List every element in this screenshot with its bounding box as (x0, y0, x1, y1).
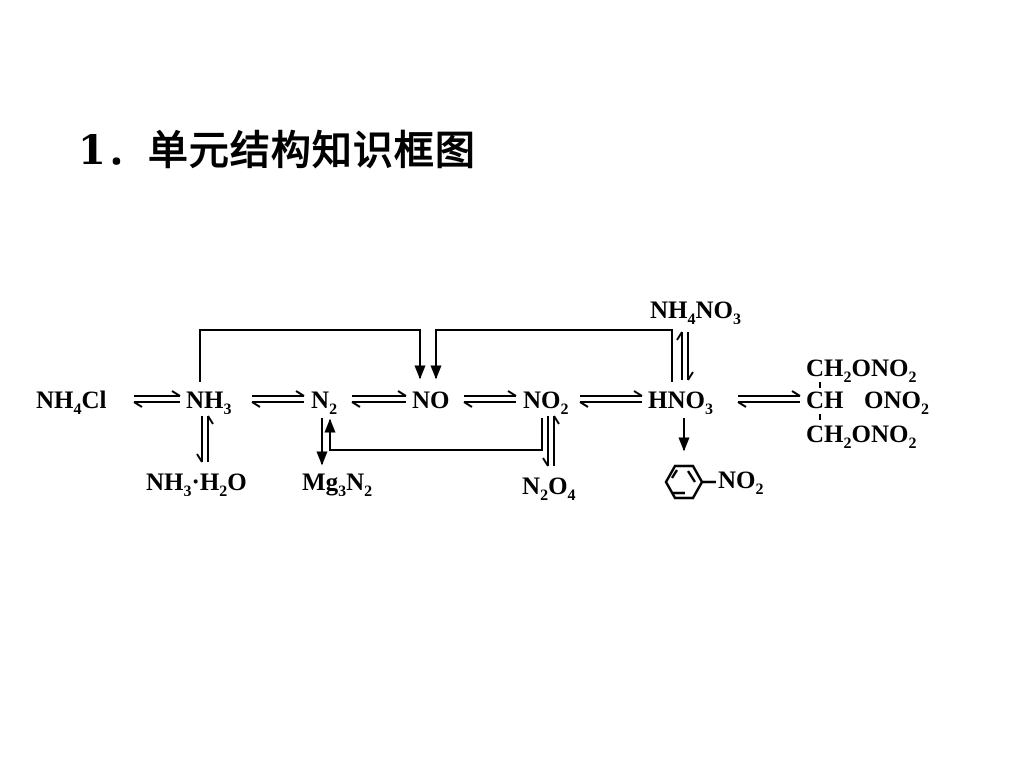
node-n2: N2 (311, 387, 337, 418)
node-mg3n2: Mg3N2 (302, 469, 372, 500)
node-nitroglycerin-row3: CH2ONO2 (806, 421, 916, 452)
node-no: NO (412, 387, 450, 414)
node-hno3: HNO3 (648, 387, 713, 418)
node-nh4no3: NH4NO3 (650, 297, 741, 328)
node-nitroglycerin-row1: CH2ONO2 (806, 355, 916, 386)
node-no2: NO2 (523, 387, 569, 418)
node-nh4cl: NH4Cl (36, 387, 107, 418)
connector-lines (199, 329, 690, 466)
page-title: 1．单元结构知识框图 (78, 127, 476, 174)
node-n2o4: N2O4 (522, 473, 576, 504)
node-nh3: NH3 (186, 387, 232, 418)
node-nh3-h2o: NH3·H2O (146, 469, 247, 500)
benzene-ring-icon (664, 464, 716, 500)
equilibrium-arrows (133, 331, 801, 467)
node-nitrobenzene: NO2 (718, 467, 764, 498)
